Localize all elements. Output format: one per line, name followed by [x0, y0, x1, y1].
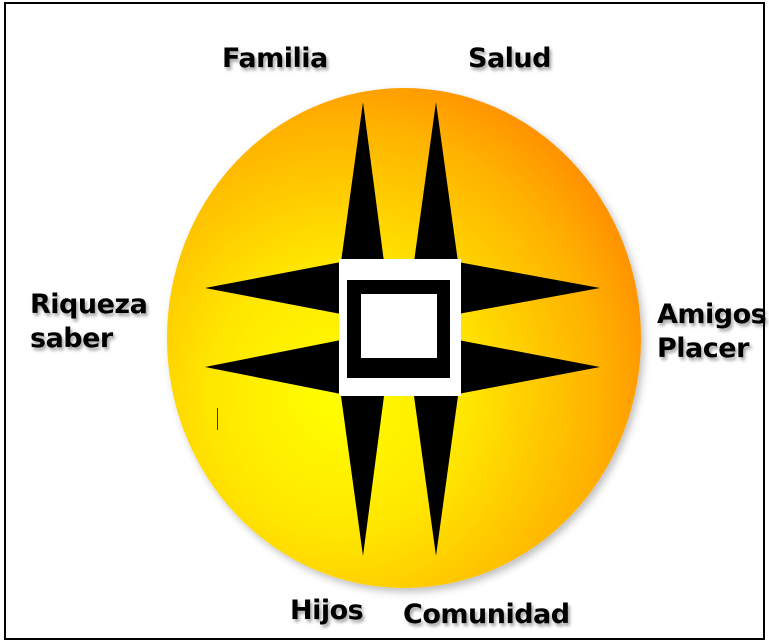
label-salud: Salud [468, 43, 551, 74]
label-riqueza: Riqueza [30, 289, 148, 320]
spike-right-bottom [458, 340, 600, 394]
spike-down-right [414, 396, 458, 556]
label-group-right: Amigos Placer [657, 298, 767, 366]
label-placer: Placer [657, 333, 749, 364]
label-amigos: Amigos [657, 299, 767, 330]
center-inner-square [361, 294, 437, 358]
label-familia: Familia [222, 43, 328, 74]
spike-down-left [341, 396, 384, 556]
spike-left-bottom [205, 340, 341, 394]
label-comunidad: Comunidad [403, 599, 570, 630]
spike-up-left [341, 102, 384, 262]
label-hijos: Hijos [290, 595, 364, 626]
spike-right-top [458, 262, 600, 314]
spike-left-top [205, 262, 341, 314]
stray-mark [217, 408, 218, 430]
label-saber: saber [30, 323, 113, 354]
label-group-left: Riqueza saber [30, 288, 148, 356]
spike-up-right [414, 102, 458, 262]
